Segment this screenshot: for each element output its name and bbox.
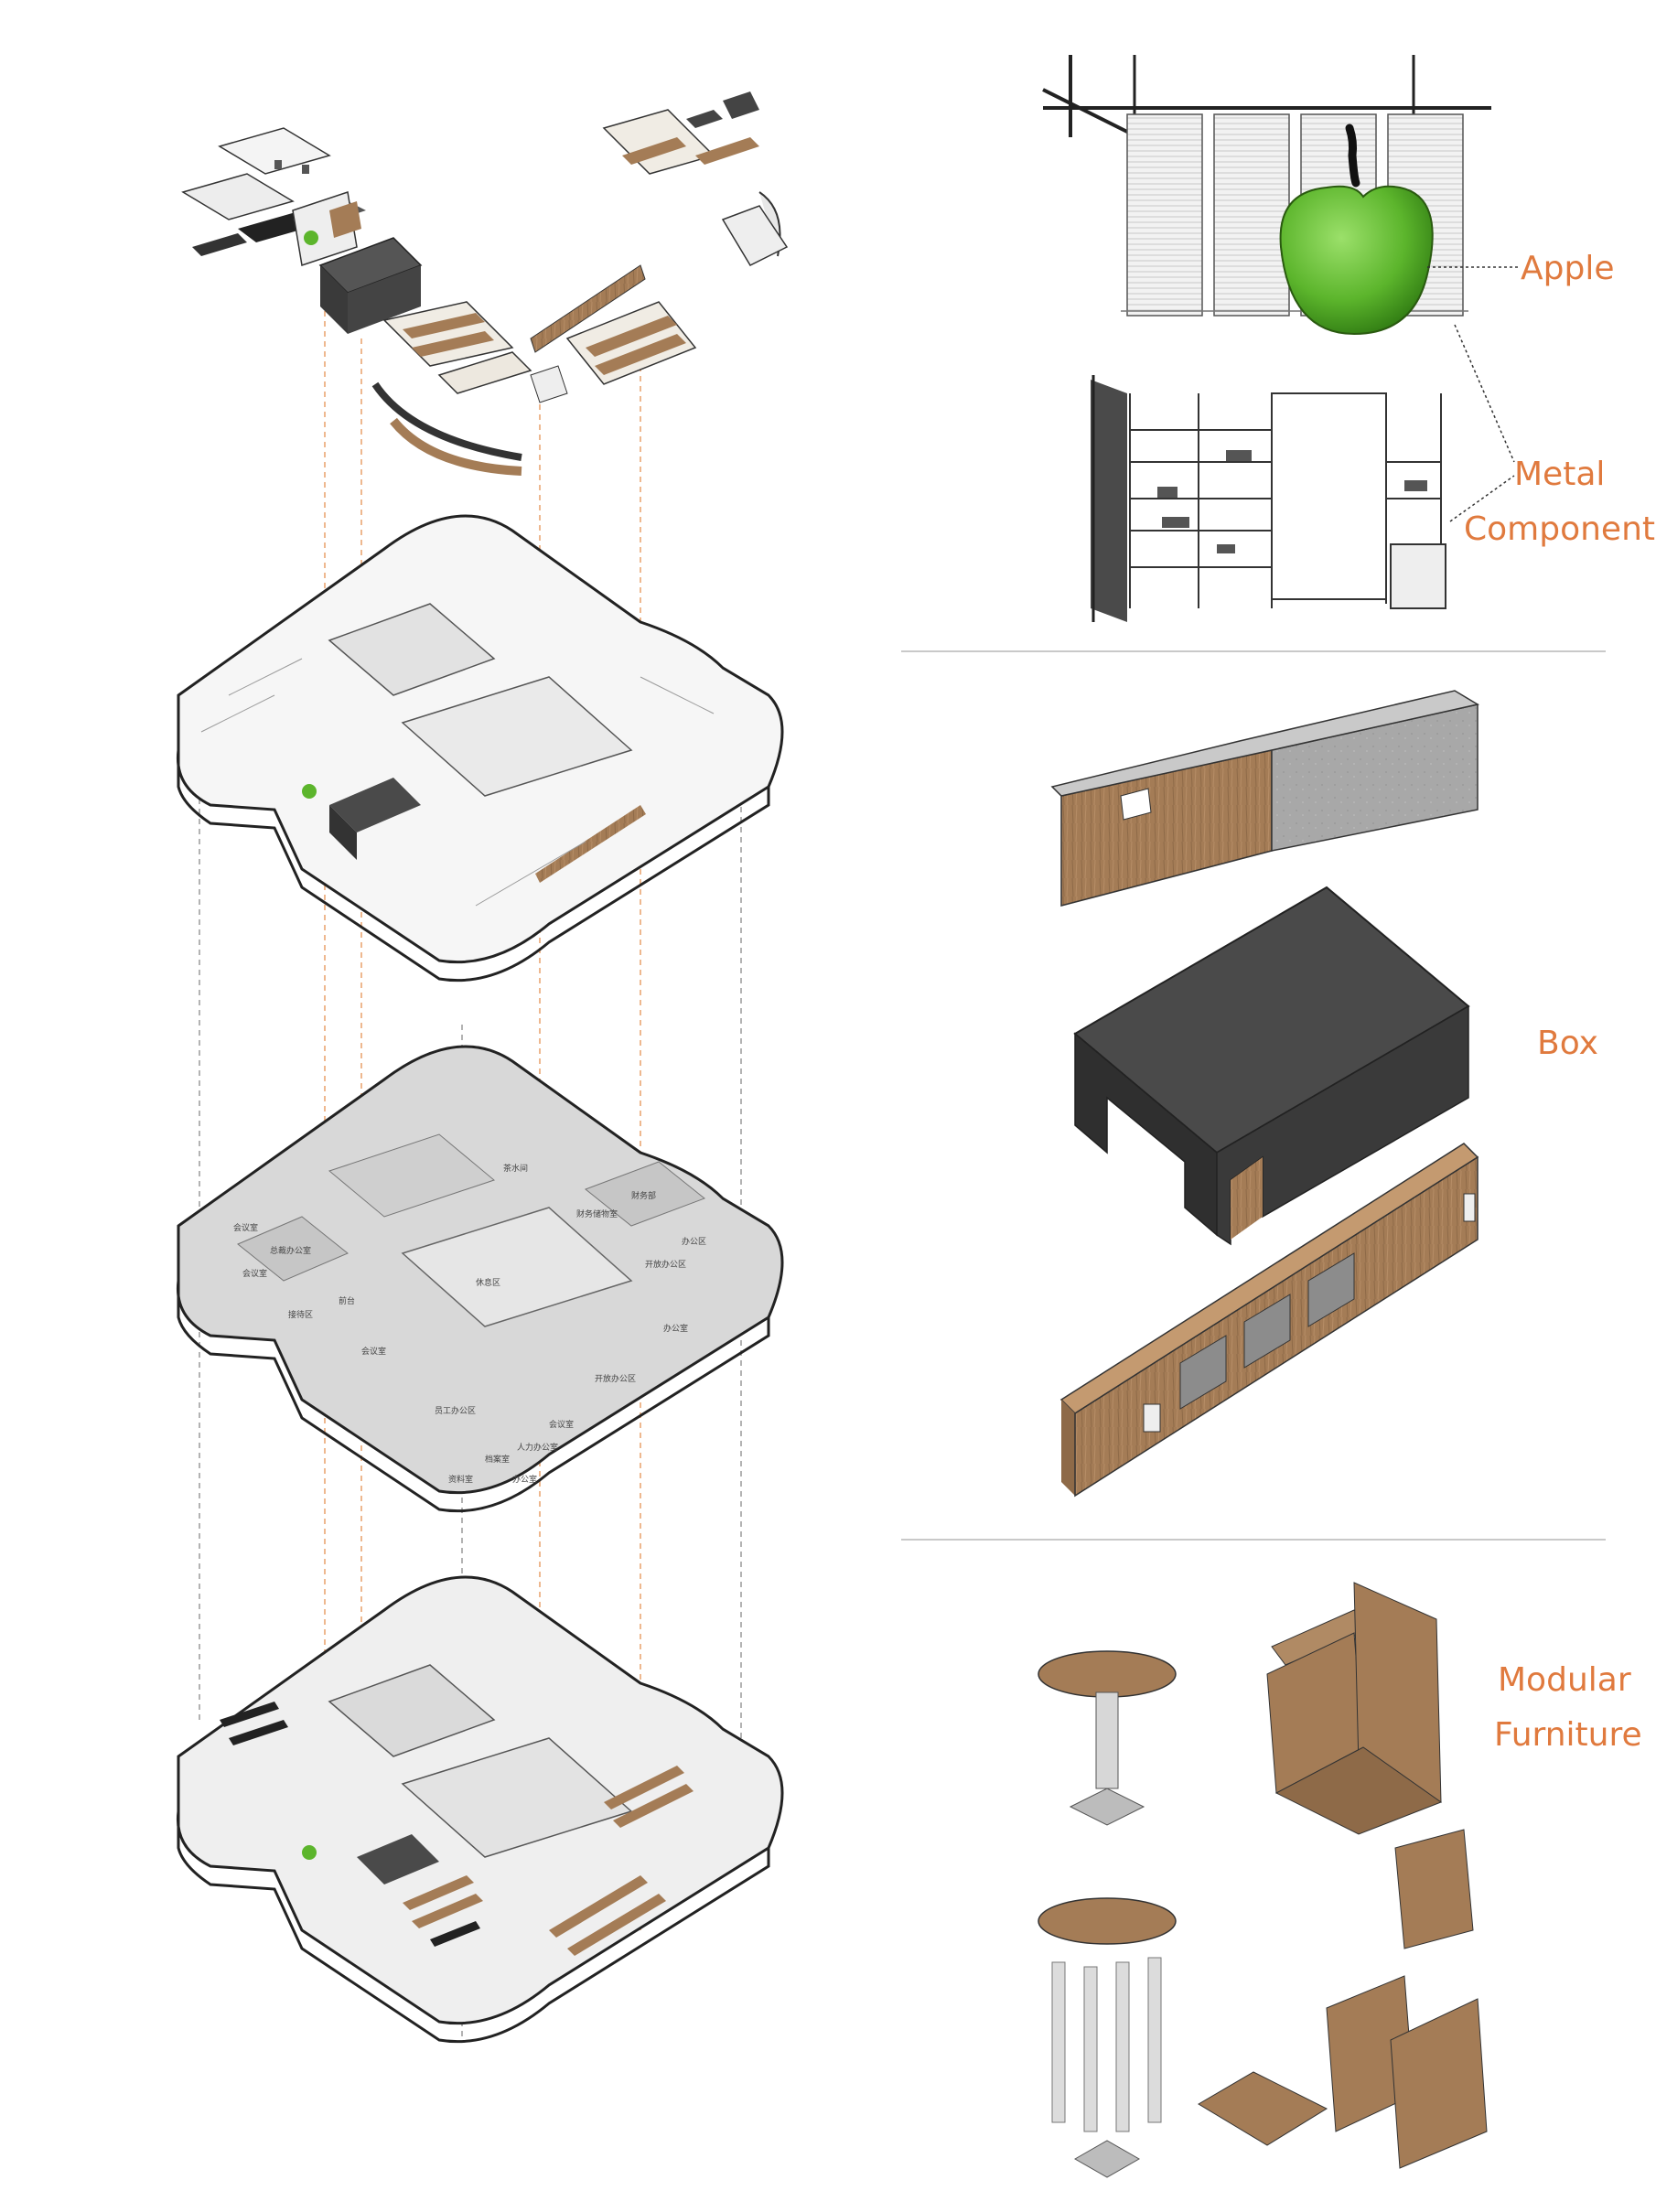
workstation-rows-center [382,301,532,394]
room-label: 办公室 [512,1474,537,1485]
floor-plan-gray: 会议室 总裁办公室 会议室 财务部 开放办公区 前台 接待区 财务储物室 办公区… [176,1045,784,1513]
room-label: 会议室 [233,1222,258,1233]
room-label: 休息区 [476,1277,500,1288]
floor-model-rendered [176,1575,784,2044]
room-label: 接待区 [288,1309,313,1320]
room-label: 茶水间 [503,1163,528,1174]
room-label: 资料室 [448,1474,473,1485]
room-label: 财务储物室 [576,1208,618,1219]
dark-box-component [1073,886,1470,1246]
modular-label-line1: Modular [1498,1661,1631,1699]
furniture-cluster-right [602,91,789,266]
floor-model-white [176,514,784,983]
metal-shelf-component [1091,375,1446,622]
modular-chair-assembled [1266,1582,1443,1835]
apple-sculpture [1279,123,1434,336]
box-label: Box [1537,1025,1598,1062]
workstations-render [403,1766,694,1956]
room-label: 前台 [339,1295,355,1306]
room-labels: 会议室 总裁办公室 会议室 财务部 开放办公区 前台 接待区 财务储物室 办公区… [233,1163,706,1485]
room-label: 总裁办公室 [270,1245,311,1256]
wood-wall-component [1059,1143,1479,1498]
room-label: 办公室 [663,1323,688,1334]
room-label: 会议室 [242,1268,267,1279]
room-label: 档案室 [485,1454,510,1465]
room-label: 会议室 [549,1419,574,1430]
curved-reception-cluster [371,381,522,476]
modular-label-line2: Furniture [1494,1716,1642,1754]
room-label: 开放办公区 [645,1259,686,1270]
room-label: 人力办公室 [517,1442,558,1453]
apple-label: Apple [1521,250,1614,287]
metal-label-line2: Components [1464,510,1656,548]
furniture-layer [181,91,789,476]
room-label: 开放办公区 [595,1373,636,1384]
box-room-cluster [318,237,423,334]
modular-chair-exploded [1198,1829,1488,2169]
metal-label-line1: Metal [1514,456,1605,493]
room-label: 办公区 [682,1236,706,1247]
room-label: 财务部 [631,1190,656,1201]
room-label: 会议室 [361,1346,386,1357]
reception-block-component [1050,690,1479,907]
round-table-assembled [1038,1650,1177,1826]
apple-room-cluster [292,191,361,266]
room-label: 员工办公区 [435,1405,476,1416]
round-table-exploded [1038,1897,1177,2178]
wood-wall-cluster [530,264,697,403]
